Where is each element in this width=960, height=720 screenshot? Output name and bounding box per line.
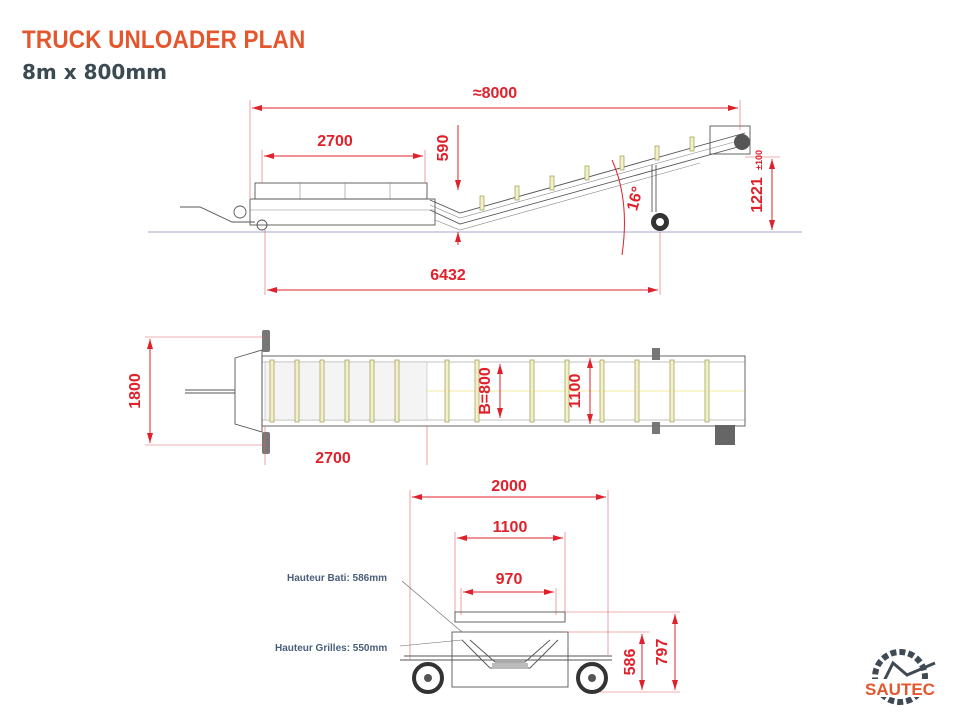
dim-front-overall-width: 2000 xyxy=(491,478,527,495)
dim-front-inner-width: 970 xyxy=(496,571,523,588)
dim-discharge-tolerance: ±100 xyxy=(754,150,764,170)
angle-arc xyxy=(611,159,625,256)
dim-wheelbase: 6432 xyxy=(430,267,466,284)
sautec-logo: SAUTEC xyxy=(865,649,936,705)
rollers-top xyxy=(269,359,710,423)
dim-front-frame-width: 1100 xyxy=(493,519,528,536)
dim-hopper-height: 590 xyxy=(435,135,452,162)
front-wheels xyxy=(412,662,608,694)
logo-text: SAUTEC xyxy=(865,680,935,699)
dim-top-width: 1800 xyxy=(127,373,144,409)
tow-bar xyxy=(180,206,255,223)
page-title: TRUCK UNLOADER PLAN xyxy=(22,26,306,54)
dim-hopper-length: 2700 xyxy=(317,133,353,150)
hopper-side xyxy=(233,182,436,231)
conveyor-incline xyxy=(429,125,751,231)
top-view: 1800 2700 B=800 1100 xyxy=(127,330,746,467)
dim-front-total-height: 797 xyxy=(654,639,671,666)
note-frame-height: Hauteur Bati: 586mm xyxy=(287,573,387,584)
dim-front-frame-height: 586 xyxy=(622,649,639,676)
dim-top-hopper-length: 2700 xyxy=(315,450,351,467)
side-view: ≈8000 2700 590 6432 1221 ±100 16° xyxy=(148,85,802,295)
note-grid-height: Hauteur Grilles: 550mm xyxy=(275,643,387,654)
dim-frame-width: 1100 xyxy=(567,374,584,409)
support-wheel xyxy=(651,165,669,231)
dim-belt-width: B=800 xyxy=(477,367,494,415)
dim-discharge-height: 1221 xyxy=(749,177,766,213)
page-subtitle: 8m x 800mm xyxy=(22,60,168,84)
front-view: 2000 1100 970 586 797 Hauteur Bati: 586m… xyxy=(275,478,680,694)
dim-overall-length: ≈8000 xyxy=(473,85,517,102)
dim-incline-angle: 16° xyxy=(624,185,647,213)
